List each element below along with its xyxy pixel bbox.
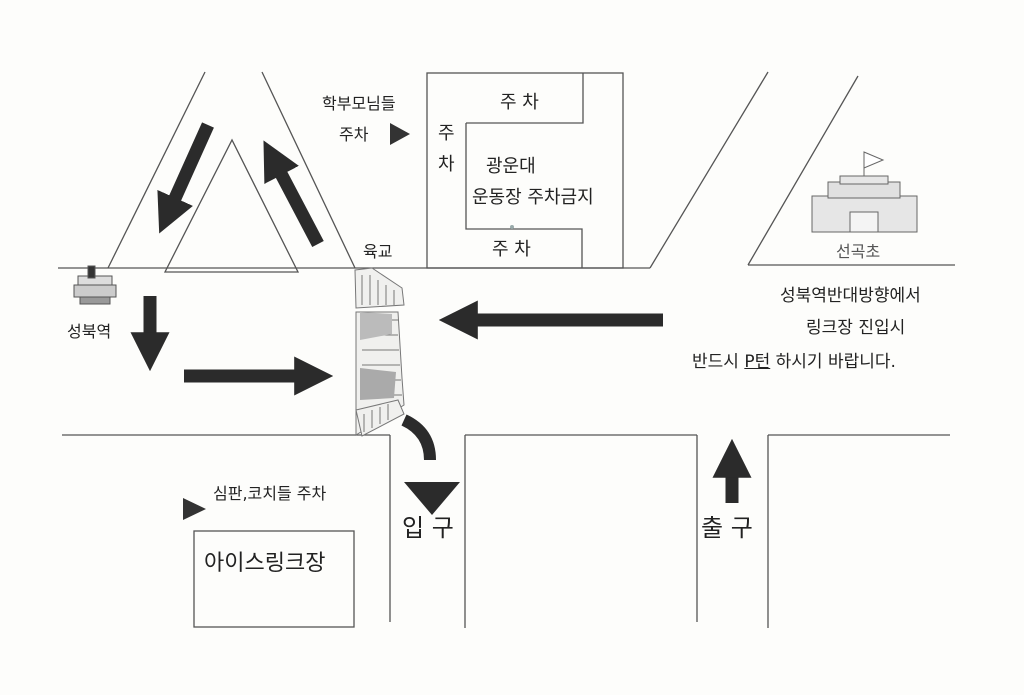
notice-line-3-end: 하시기 바랍니다.	[770, 352, 896, 372]
parking-label-top: 주 차	[500, 92, 539, 113]
notice-line-1: 성북역반대방향에서	[780, 286, 921, 306]
overpass-drawing	[354, 267, 405, 437]
arrow-entrance-head	[404, 482, 460, 515]
ice-rink-box	[193, 530, 355, 628]
arrow-entrance-curve	[401, 414, 436, 461]
road-lines	[58, 71, 955, 628]
station-icon	[73, 265, 117, 305]
ice-rink-label: 아이스링크장	[204, 551, 326, 576]
referee-parking-label: 심판,코치들 주차	[213, 484, 327, 503]
map-speck	[510, 225, 514, 229]
parent-parking-pointer	[390, 123, 410, 145]
stadium-no-parking: 운동장 주차금지	[472, 187, 594, 208]
parking-label-left-2: 차	[438, 154, 455, 175]
exit-label: 출 구	[701, 514, 753, 542]
parent-parking-label: 학부모님들	[322, 94, 396, 113]
parking-label-bottom: 주 차	[492, 239, 531, 260]
overpass-shadow	[360, 312, 392, 340]
p-turn-text: P턴	[744, 352, 771, 372]
arrow-down-left-road	[157, 122, 214, 234]
school-label: 선곡초	[836, 242, 881, 261]
notice-line-3-start: 반드시	[692, 352, 745, 372]
school-icon	[811, 151, 918, 233]
parent-parking-word: 주차	[339, 125, 369, 144]
direction-arrows	[130, 122, 752, 503]
parking-label-left-1: 주	[438, 123, 455, 144]
entrance-label: 입 구	[402, 514, 454, 542]
stadium-area	[426, 72, 624, 269]
overpass-label: 육교	[363, 242, 393, 261]
traffic-island	[163, 138, 300, 273]
notice-line-2: 링크장 진입시	[806, 318, 906, 338]
notice-line-3: 반드시 P턴 하시기 바랍니다.	[692, 354, 896, 371]
stadium-name: 광운대	[486, 156, 536, 177]
referee-parking-pointer	[183, 498, 206, 520]
overpass-shadow	[360, 368, 396, 400]
station-label: 성북역	[67, 322, 112, 341]
arrow-up-right-road	[263, 140, 324, 248]
